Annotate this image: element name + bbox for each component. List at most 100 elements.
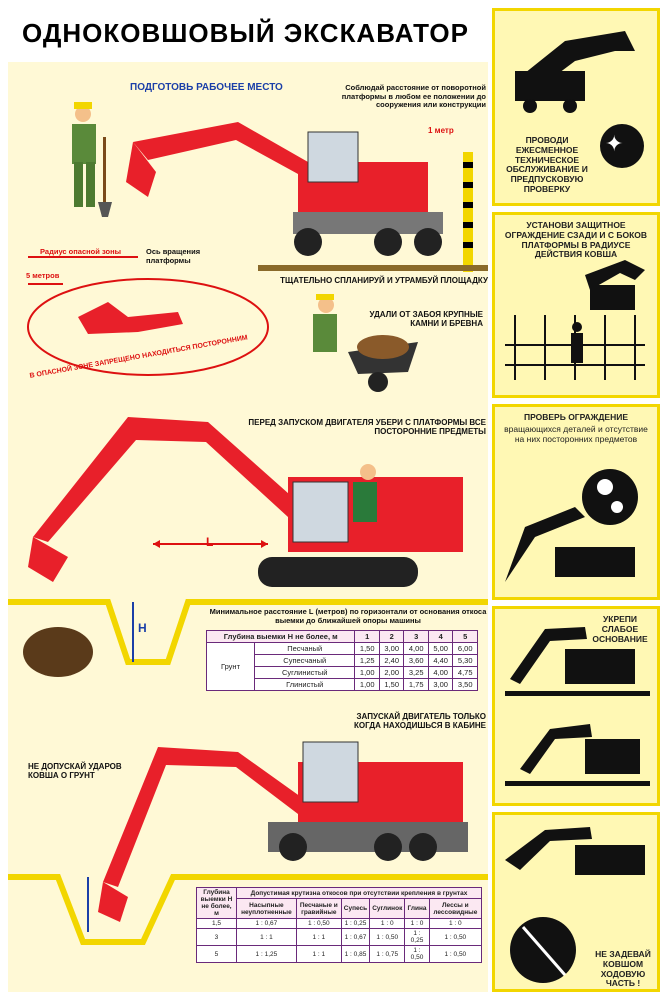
radius-zone-label: Радиус опасной зоны: [40, 247, 122, 256]
panel-check-text: вращающихся деталей и отсутствие на них …: [504, 424, 648, 444]
min-distance-caption: Минимальное расстояние L (метров) по гор…: [209, 607, 487, 625]
min-distance-table: Глубина выемки Н не более, м 1 2 3 4 5 Г…: [205, 630, 478, 691]
one-meter-label: 1 метр: [428, 126, 454, 135]
table-cell: 5,30: [452, 654, 478, 667]
table-col: Супесь: [340, 898, 371, 919]
no-hit-icon: [505, 827, 645, 983]
table-row: Суглинистый 1,00 2,00 3,25 4,00 4,75: [207, 666, 478, 679]
table-cell: 1 : 1: [295, 928, 342, 946]
table-cell: 1 : 0,50: [369, 928, 406, 946]
main-area: ПОДГОТОВЬ РАБОЧЕЕ МЕСТО Соблюдай расстоя…: [8, 62, 488, 992]
table-row: Глинистый 1,00 1,50 1,75 3,00 3,50: [207, 678, 478, 691]
excavator-tracked: [28, 417, 463, 587]
table-col: 3: [403, 630, 429, 643]
clear-platform-label: ПЕРЕД ЗАПУСКОМ ДВИГАТЕЛЯ УБЕРИ С ПЛАТФОР…: [248, 418, 486, 437]
table-row-name: Песчаный: [253, 642, 356, 655]
table-header-top: Допустимая крутизна откосов при отсутств…: [235, 886, 483, 900]
panel-weak-base: УКРЕПИ СЛАБОЕ ОСНОВАНИЕ: [492, 606, 660, 806]
table-cell: 3,00: [378, 642, 405, 655]
main-illustration: [8, 102, 488, 945]
h-label: H: [138, 621, 147, 635]
table-cell: 1 : 0,67: [235, 918, 297, 929]
table-row-name: Суглинистый: [253, 666, 356, 679]
table-cell: 1 : 0,75: [369, 945, 406, 963]
panel-fence-text: УСТАНОВИ ЗАЩИТНОЕ ОГРАЖДЕНИЕ сзади и с б…: [504, 220, 648, 260]
panel-fence: УСТАНОВИ ЗАЩИТНОЕ ОГРАЖДЕНИЕ сзади и с б…: [492, 212, 660, 398]
table-cell: 3,50: [452, 678, 478, 691]
worker-shovel-figure: [72, 102, 112, 217]
table-cell: 3,60: [403, 654, 429, 667]
table-header-row: Насыпные неуплотненные Песчаные и гравий…: [197, 898, 483, 919]
table-cell: 1 : 0: [404, 918, 430, 929]
table-col: Глина: [404, 898, 430, 919]
table-col: Лессы и лессовидные: [428, 898, 483, 919]
table-cell: 1 : 0: [369, 918, 406, 929]
table-cell: 1,75: [403, 678, 429, 691]
table-col: 5: [452, 630, 478, 643]
table-cell: 1 : 0,50: [428, 928, 483, 946]
table-header-depth: Глубина выемки Н не более, м: [196, 887, 237, 919]
table-cell: 1 : 0,25: [404, 928, 430, 946]
no-impacts-label: НЕ ДОПУСКАЙ УДАРОВ КОВША О ГРУНТ: [28, 762, 122, 781]
prepare-heading: ПОДГОТОВЬ РАБОЧЕЕ МЕСТО: [130, 82, 283, 93]
panel-check-guard: ПРОВЕРЬ ОГРАЖДЕНИЕ вращающихся деталей и…: [492, 404, 660, 600]
table-header-row: Глубина выемки Н не более, м Допустимая …: [196, 886, 483, 919]
table-cell: 1 : 0,50: [404, 945, 430, 963]
table-cell: 1 : 0: [428, 918, 483, 929]
table-cell: 1,00: [354, 666, 380, 679]
table-header-row: Глубина выемки Н не более, м 1 2 3 4 5: [205, 630, 478, 643]
distance-note: Соблюдай расстояние от поворотной платфо…: [341, 83, 486, 110]
table-cell: 3,00: [427, 678, 454, 691]
table-row: Грунт Песчаный 1,50 3,00 4,00 5,00 6,00: [206, 642, 478, 691]
excavator-silhouette-1: [515, 31, 644, 168]
excavator-digging: [98, 741, 468, 922]
table-row-depth: 3: [196, 928, 237, 946]
table-row-depth: 1,5: [196, 918, 237, 929]
table-col: 2: [378, 630, 405, 643]
rotation-axis-label: Ось вращения платформы: [146, 247, 201, 265]
page-title: ОДНОКОВШОВЫЙ ЭКСКАВАТОР: [22, 18, 469, 48]
five-meters-label: 5 метров: [26, 271, 60, 280]
table-cell: 4,75: [452, 666, 478, 679]
table-cell: 1,50: [354, 642, 380, 655]
excavator-wheeled-1: [126, 122, 443, 256]
table-cell: 1 : 1: [295, 945, 342, 963]
table-cell: 1 : 1,25: [235, 945, 297, 963]
table-cell: 5,00: [427, 642, 454, 655]
worker-wheelbarrow-figure: [313, 294, 418, 392]
slope-table: Глубина выемки Н не более, м Допустимая …: [196, 886, 483, 963]
panel-check-title: ПРОВЕРЬ ОГРАЖДЕНИЕ: [523, 412, 629, 422]
table-col: Песчаные и гравийные: [295, 898, 342, 919]
table-cell: 1 : 1: [235, 928, 297, 946]
table-cell: 1 : 0,25: [340, 918, 371, 929]
table-cell: 4,40: [427, 654, 454, 667]
table-row-depth: 5: [196, 945, 237, 963]
fence-icon: [505, 260, 645, 380]
table-header-depth: Глубина выемки Н не более, м: [205, 630, 356, 643]
panel-no-hit: НЕ ЗАДЕВАЙ КОВШОМ ХОДОВУЮ ЧАСТЬ !: [492, 812, 660, 992]
table-cell: 1 : 0,67: [340, 928, 371, 946]
table-row: 3 1 : 1 1 : 1 1 : 0,67 1 : 0,50 1 : 0,25…: [196, 928, 483, 946]
table-cell: 2,00: [378, 666, 405, 679]
panel-no-hit-text: НЕ ЗАДЕВАЙ КОВШОМ ХОДОВУЮ ЧАСТЬ !: [595, 949, 651, 989]
arrow-icon: [505, 627, 650, 786]
table-col: Суглинок: [369, 898, 406, 919]
table-col: 4: [427, 630, 454, 643]
table-cell: 2,40: [378, 654, 405, 667]
table-cell: 6,00: [452, 642, 478, 655]
table-row-name: Супесчаный: [253, 654, 356, 667]
table-cell: 1 : 0,85: [340, 945, 371, 963]
l-label: L: [206, 535, 214, 549]
table-col: Насыпные неуплотненные: [235, 898, 297, 919]
panel-maintenance: ✦ ПРОВОДИ ЕЖЕСМЕННОЕ ТЕХНИЧЕСКОЕ ОБСЛУЖИ…: [492, 8, 660, 206]
table-cell: 4,00: [427, 666, 454, 679]
table-row-name: Глинистый: [253, 678, 356, 691]
table-cell: 1,25: [354, 654, 380, 667]
panel-maintenance-text: ПРОВОДИ ЕЖЕСМЕННОЕ ТЕХНИЧЕСКОЕ ОБСЛУЖИВА…: [506, 135, 588, 194]
table-col: 1: [354, 630, 380, 643]
table-cell: 3,25: [403, 666, 429, 679]
table-group-label: Грунт: [206, 642, 255, 691]
level-site-label: ТЩАТЕЛЬНО СПЛАНИРУЙ И УТРАМБУЙ ПЛОЩАДКУ: [280, 276, 488, 285]
gears-icon: [505, 469, 638, 582]
table-cell: 1,50: [378, 678, 405, 691]
